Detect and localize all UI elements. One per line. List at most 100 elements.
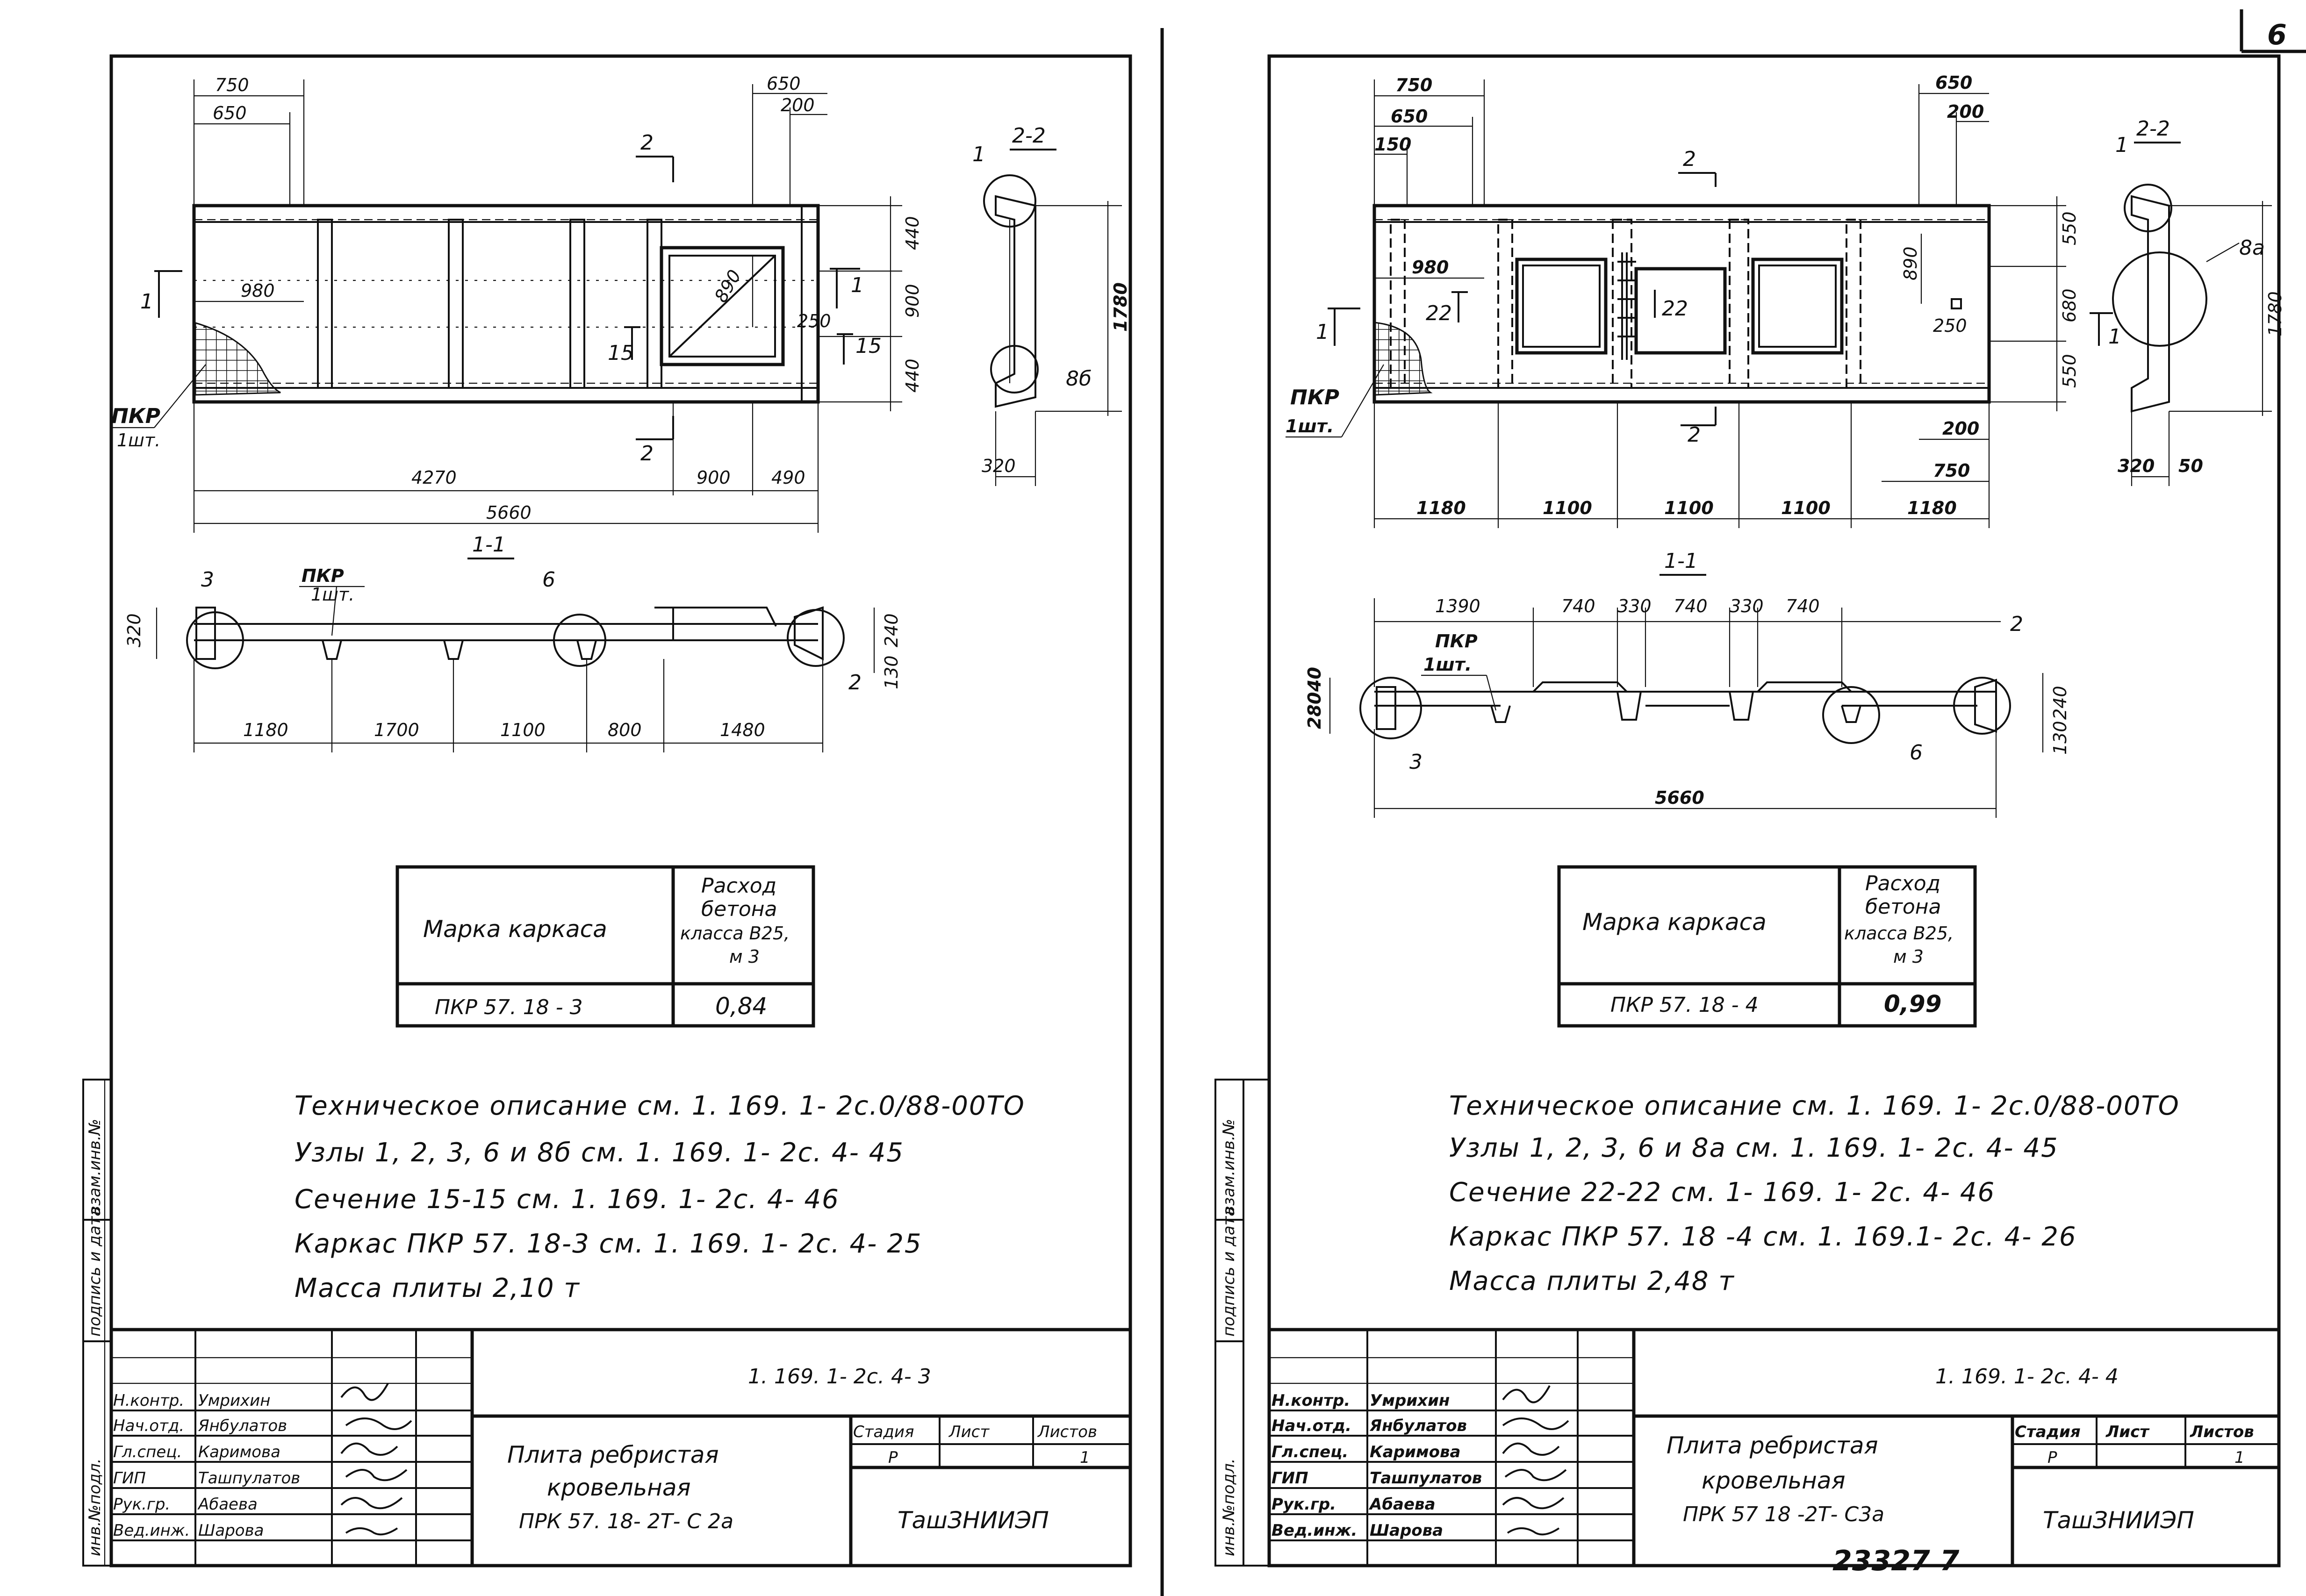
sec11-top-3: 740 [1674, 596, 1708, 616]
dim-980: 980 [1412, 257, 1449, 278]
sec11-h280: 280 [1304, 692, 1325, 729]
sec11-pkr: ПКР [1435, 631, 1478, 651]
table-col2-l1: Расход [701, 874, 776, 898]
dim-320: 320 [2118, 456, 2155, 476]
sheet-left-frame [109, 54, 1132, 1567]
tb-title-l3: ПРК 57 18 -2Т- С3а [1683, 1503, 1884, 1526]
role-1: Нач.отд. [113, 1417, 184, 1435]
name-3: Ташпулатов [1370, 1469, 1482, 1488]
concrete-table-right: Марка каркаса Расход бетона класса В25, … [1557, 865, 1977, 1028]
plan-view-left: 750 650 650 200 2 2 1 1 15 15 980 89 [111, 73, 923, 533]
sec11-n3-label: 3 [201, 568, 214, 592]
opening-2 [1634, 267, 1727, 355]
name-2: Каримова [1370, 1443, 1461, 1461]
sec11-d3: 800 [608, 720, 642, 740]
note-2: Узлы 1, 2, 3, 6 и 8а см. 1. 169. 1- 2с. … [1449, 1133, 2059, 1163]
tb-title-l3: ПРК 57. 18- 2Т- С 2а [519, 1510, 733, 1533]
rib-2 [1612, 219, 1632, 389]
tb-sheet-h: Лист [2105, 1423, 2150, 1441]
role-2: Гл.спец. [113, 1443, 182, 1461]
dim-5660: 5660 [486, 502, 532, 523]
section-2-2-right: 2-2 1 8а 1780 320 50 [2112, 117, 2285, 486]
note-3: Сечение 15-15 см. 1. 169. 1- 2с. 4- 46 [295, 1184, 840, 1215]
name-0: Умрихин [198, 1391, 271, 1410]
dim-750: 750 [1395, 75, 1432, 95]
concrete-table-left: Марка каркаса Расход бетона класса В25, … [395, 865, 815, 1028]
tb-stage: Р [2047, 1448, 2057, 1467]
note-3: Сечение 22-22 см. 1- 169. 1- 2с. 4- 46 [1449, 1177, 1995, 1208]
pkr-label: ПКР [1290, 386, 1339, 409]
dim-490: 490 [771, 467, 805, 488]
name-5: Шарова [198, 1521, 264, 1540]
dim-440-top: 440 [902, 216, 923, 250]
dim-650-right: 650 [1935, 72, 1972, 93]
role-5: Вед.инж. [1272, 1521, 1357, 1540]
name-4: Абаева [1368, 1495, 1436, 1514]
dim-980: 980 [241, 280, 275, 301]
mesh-hatch [1373, 322, 1433, 396]
note-4: Каркас ПКР 57. 18 -4 см. 1. 169.1- 2с. 4… [1449, 1222, 2076, 1252]
section-mark-2-bottom: 2 [640, 442, 654, 465]
dim-750-bottom: 750 [1933, 460, 1970, 481]
strip-inv-number: инв.№подл. [1220, 1458, 1238, 1556]
sec11-n3-label: 3 [1409, 750, 1422, 774]
sec11-n2-label: 2 [848, 671, 862, 694]
table-volume: 0,99 [1884, 990, 1941, 1017]
section-15-left: 15 [608, 341, 634, 365]
rib-2 [448, 219, 464, 389]
node-8-label: 8б [1066, 367, 1092, 391]
table-col2-l1: Расход [1865, 872, 1940, 895]
opening-outline [660, 246, 785, 366]
dim-200-bottom: 200 [1942, 418, 1979, 439]
section-cut-1-left: 1 [140, 290, 153, 314]
tb-title-l1: Плита ребристая [1667, 1432, 1878, 1459]
bdim-2: 1100 [1664, 498, 1714, 518]
name-2: Каримова [198, 1443, 280, 1461]
section-cut-1-right: 1 [2108, 325, 2121, 349]
sec11-node-3 [1359, 677, 1422, 739]
pkr-label: ПКР [111, 404, 160, 428]
sec11-d1: 1700 [374, 720, 419, 740]
dim-250: 250 [1933, 315, 1967, 336]
role-5: Вед.инж. [113, 1521, 190, 1540]
name-1: Янбулатов [1369, 1417, 1467, 1435]
tb-sheets: 1 [2234, 1448, 2245, 1467]
note-5: Масса плиты 2,48 т [1449, 1266, 1735, 1296]
strip-inv-number: инв.№подл. [86, 1458, 104, 1556]
tb-code: 1. 169. 1- 2с. 4- 3 [748, 1365, 931, 1388]
table-col2-l3: класса В25, [1844, 923, 1954, 944]
sec11-n6-label: 6 [1910, 741, 1923, 765]
strip-signature-date: подпись и дата [86, 1207, 104, 1337]
side-strip-right: инв.№подл. подпись и дата взам.инв.№ [1214, 1079, 1270, 1567]
page-number: 6 [2267, 19, 2287, 51]
side-strip-left: инв.№подл. подпись и дата взам.инв.№ [82, 1079, 112, 1567]
dim-900: 900 [902, 284, 923, 318]
table-col2-l2: бетона [1865, 895, 1941, 919]
node-8-circle [990, 345, 1039, 394]
sec11-node-2 [787, 609, 845, 667]
sheet-left: инв.№подл. подпись и дата взам.инв.№ [82, 54, 1132, 1567]
bottom-stamp: 23327 7 [1832, 1545, 1960, 1577]
role-4: Рук.гр. [1272, 1495, 1336, 1514]
sec11-total: 5660 [1655, 787, 1704, 808]
section-22-right: 22 [1662, 297, 1688, 321]
dim-890: 890 [1900, 246, 1921, 280]
sec11-node-6 [553, 614, 606, 667]
bdim-3: 1100 [1781, 498, 1831, 518]
section-1-1-left: 1-1 3 6 2 ПКР 1шт. 320 240 130 [124, 533, 902, 752]
pkr-qty: 1шт. [117, 430, 160, 451]
sec11-n6-label: 6 [542, 568, 555, 592]
tb-stage-h: Стадия [2015, 1423, 2081, 1441]
note-5: Масса плиты 2,10 т [295, 1273, 580, 1303]
dim-320: 320 [982, 456, 1016, 476]
rib-3 [569, 219, 585, 389]
sec11-pkr-qty: 1шт. [311, 584, 354, 605]
dim-150: 150 [1374, 134, 1411, 155]
opening-diagonal [668, 255, 776, 358]
tb-code: 1. 169. 1- 2с. 4- 4 [1935, 1365, 2119, 1388]
tb-title-l2: кровельная [547, 1474, 691, 1501]
section-1-1-right: 1-1 1390 740 330 740 330 740 [1304, 549, 2070, 818]
name-4: Абаева [197, 1495, 258, 1514]
section-mark-2-top: 2 [1683, 147, 1696, 171]
